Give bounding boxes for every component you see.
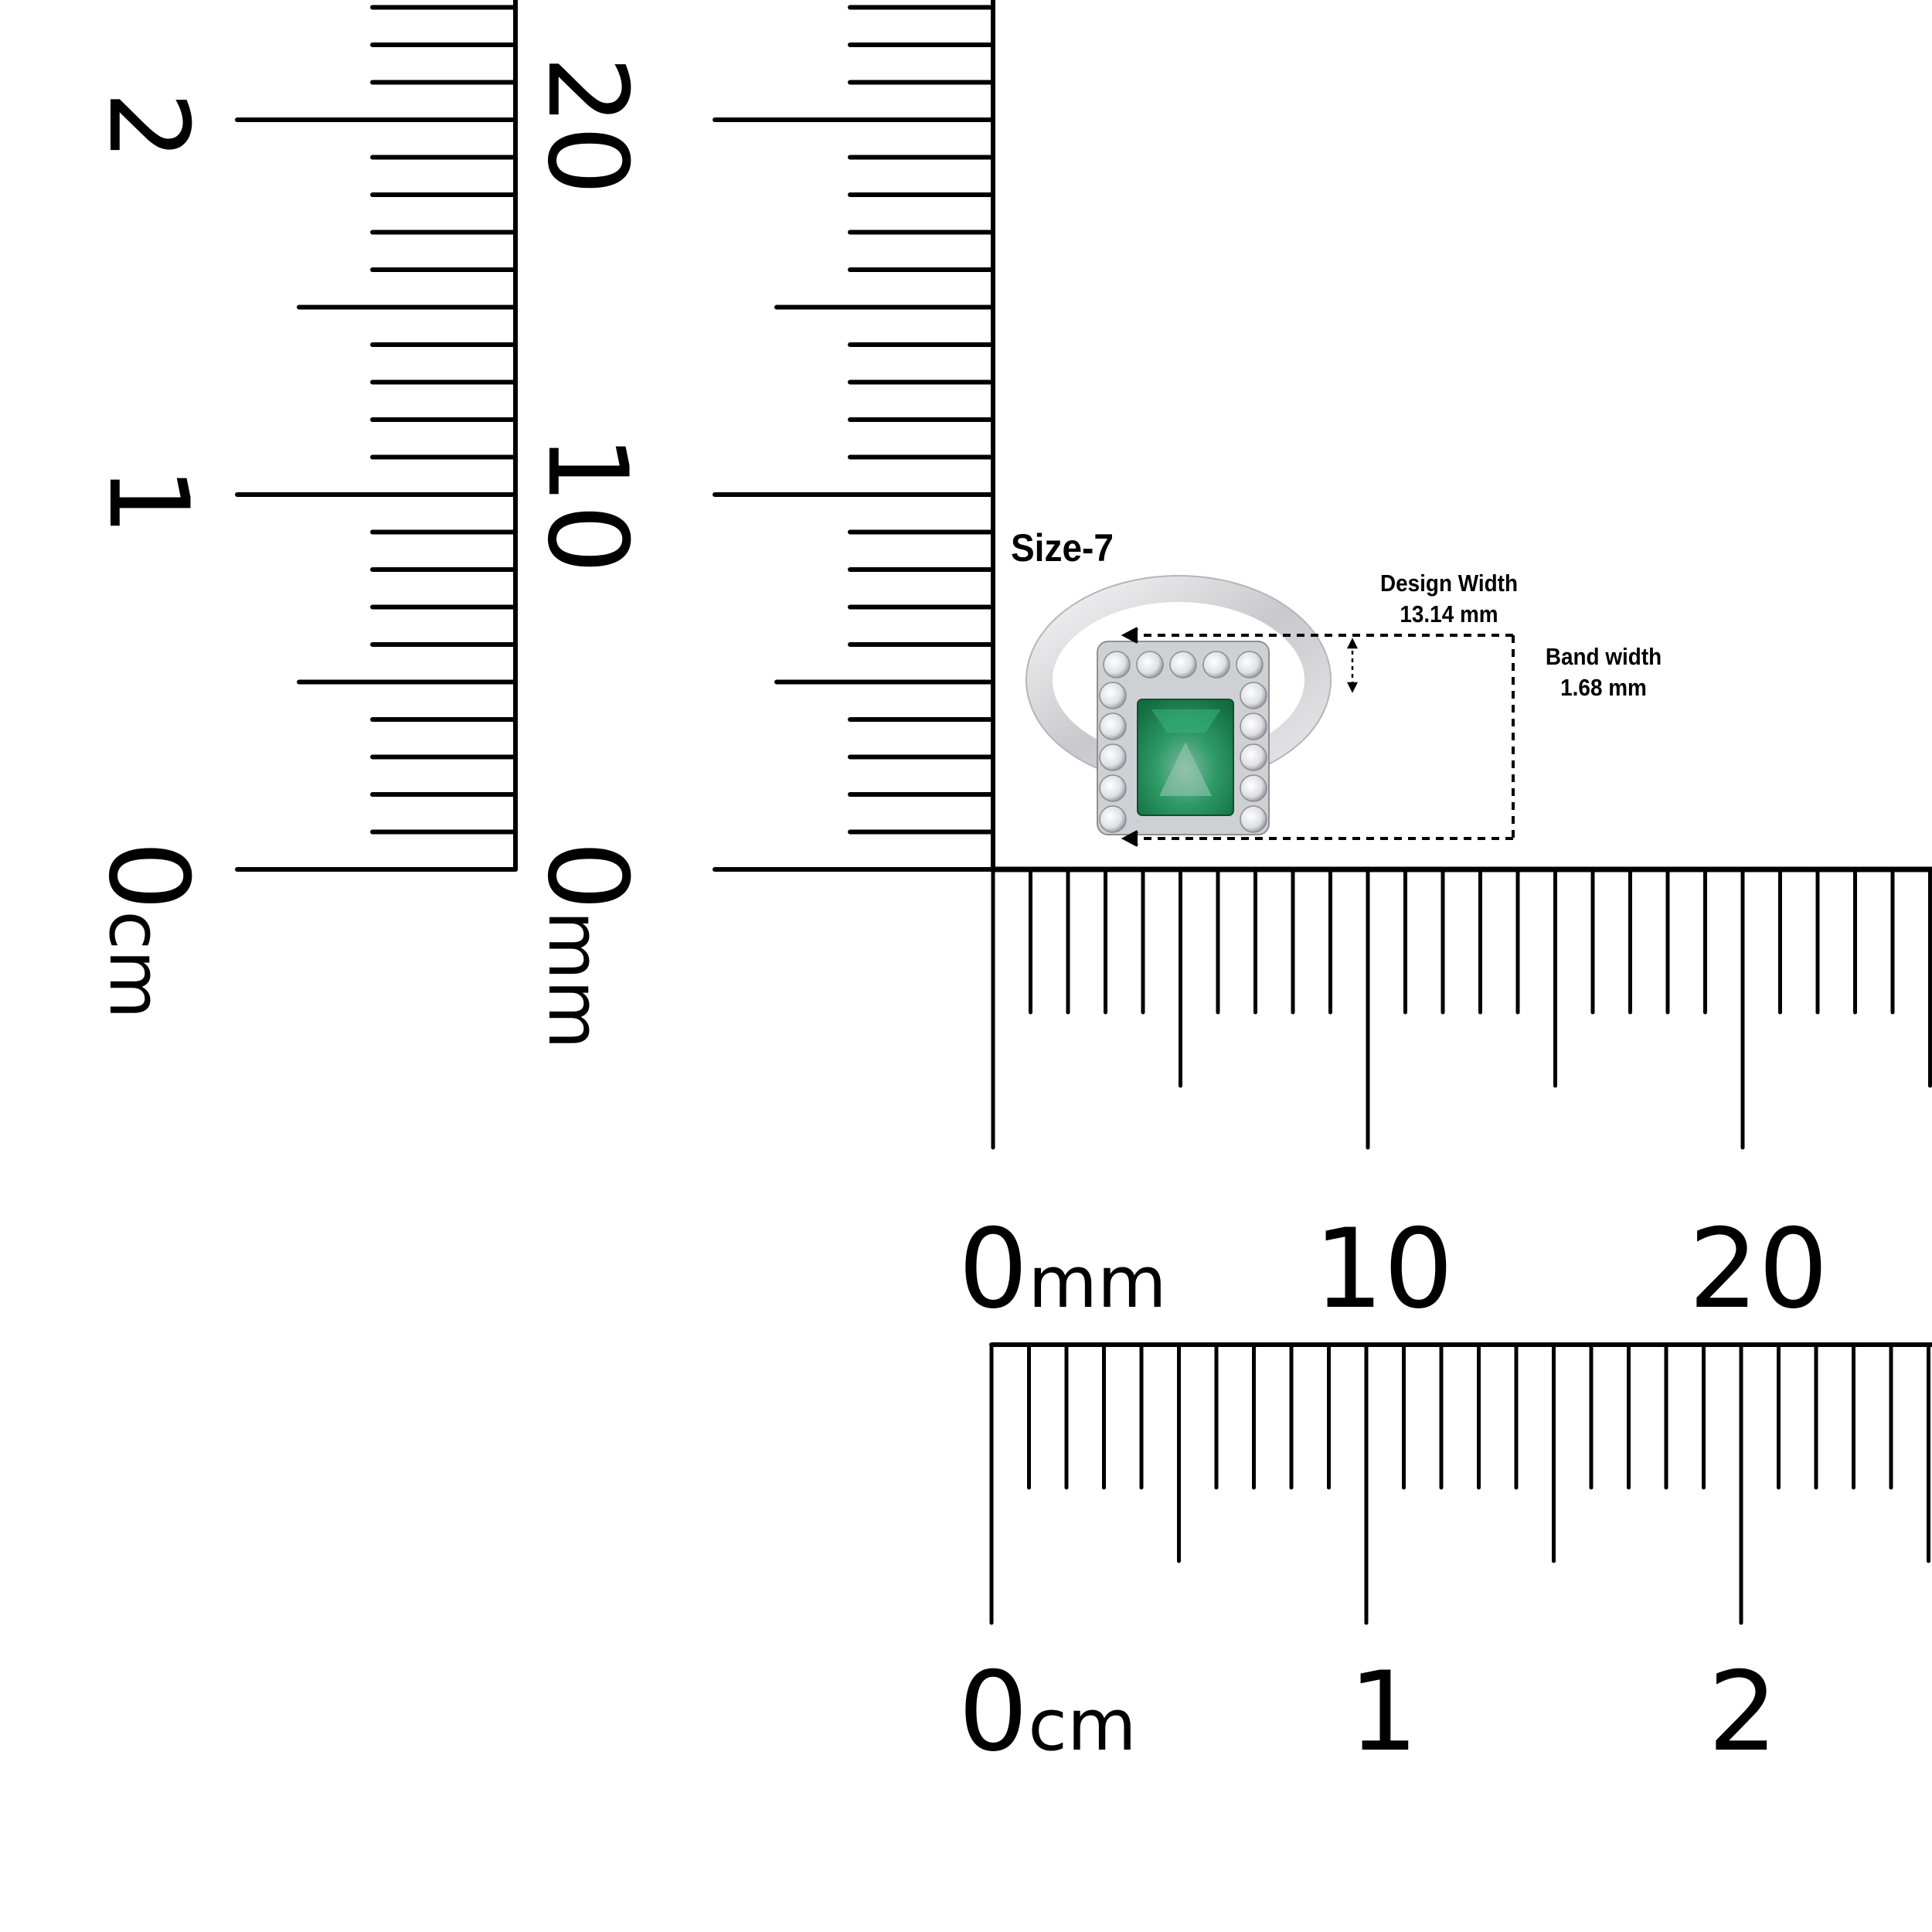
- halo-stone-icon: [1240, 682, 1267, 709]
- band-width-annotation: Band width 1.68 mm: [1538, 641, 1670, 704]
- hmm-label-10: 10: [1314, 1206, 1454, 1333]
- hcm-unit: cm: [1028, 1684, 1137, 1767]
- halo-stone-icon: [1169, 651, 1197, 679]
- halo-stone-icon: [1240, 805, 1267, 833]
- design-width-label: Design Width: [1379, 570, 1518, 597]
- band-width-dimension: [1346, 638, 1359, 693]
- hmm-unit: mm: [1028, 1241, 1167, 1324]
- halo-stone-icon: [1202, 651, 1230, 679]
- design-width-value: 13.14 mm: [1400, 600, 1498, 628]
- hcm-label-1: 1: [1349, 1648, 1419, 1776]
- halo-stone-icon: [1099, 805, 1127, 833]
- halo-stone-icon: [1240, 743, 1267, 771]
- halo-stone-icon: [1103, 651, 1131, 679]
- halo-stone-icon: [1240, 774, 1267, 802]
- hcm-label-0: 0cm: [958, 1648, 1137, 1776]
- halo-stone-icon: [1099, 713, 1127, 740]
- size-title: Size-7: [1011, 526, 1114, 570]
- band-width-label: Band width: [1545, 643, 1662, 670]
- halo-stone-icon: [1099, 774, 1127, 802]
- design-width-annotation: Design Width 13.14 mm: [1376, 568, 1522, 631]
- ring-setting: [1097, 641, 1270, 835]
- design-width-dimension: [1121, 627, 1515, 847]
- halo-stone-icon: [1136, 651, 1164, 679]
- halo-stone-icon: [1236, 651, 1264, 679]
- halo-stone-icon: [1099, 743, 1127, 771]
- hmm-label-0: 0mm: [958, 1206, 1167, 1333]
- halo-stone-icon: [1240, 713, 1267, 740]
- halo-stone-icon: [1099, 682, 1127, 709]
- hmm-label-20: 20: [1689, 1206, 1828, 1333]
- hcm-label-2: 2: [1708, 1648, 1778, 1776]
- band-width-value: 1.68 mm: [1560, 674, 1647, 702]
